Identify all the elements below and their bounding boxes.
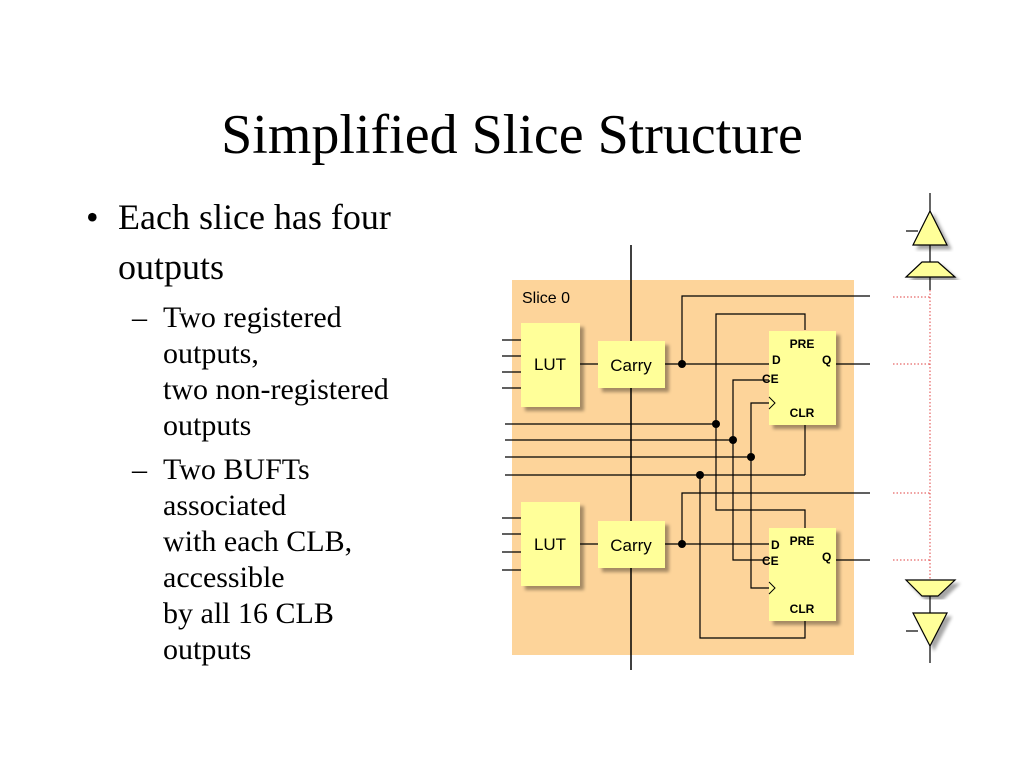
clock-triangle-icon <box>768 581 776 595</box>
flipflop-top: PRE D Q CE CLR <box>762 331 836 425</box>
carry-label: Carry <box>610 356 652 375</box>
carry-block-bottom: Carry <box>598 521 665 568</box>
ff-d-label: D <box>771 538 780 552</box>
sub-bullet-text-line: two non-registered <box>163 373 389 406</box>
sub-bullet-bufts: – Two BUFTs associated with each CLB, ac… <box>80 452 500 668</box>
bullet-outputs: • Each slice has four outputs <box>80 192 500 292</box>
sub-bullet-marker: – <box>132 453 147 486</box>
sub-bullet-registered: – Two registered outputs, two non-regist… <box>80 300 500 444</box>
ff-pre-label: PRE <box>790 534 815 548</box>
bullet-list: • Each slice has four outputs – Two regi… <box>80 192 500 668</box>
ff-clr-label: CLR <box>790 602 815 616</box>
bullet-text-line: Each slice has four <box>118 197 391 237</box>
sub-bullet-text-line: with each CLB, <box>163 525 353 558</box>
lut-inputs-bottom <box>502 517 521 571</box>
output-dotted-lines <box>893 290 931 580</box>
sub-bullet-text-line: outputs <box>163 409 252 442</box>
sub-bullet-text-line: Two BUFTs <box>163 453 310 486</box>
junction-dots <box>678 360 755 548</box>
sub-bullet-text-line: outputs, <box>163 337 259 370</box>
sub-bullet-text-line: outputs <box>163 633 252 666</box>
ff-clr-label: CLR <box>790 406 815 420</box>
buft-triangle-icon <box>912 209 948 246</box>
sub-bullet-text-line: by all 16 CLB <box>163 597 334 630</box>
buft-column <box>904 193 957 663</box>
ff-q-label: Q <box>822 353 831 367</box>
lut-block-bottom: LUT <box>521 502 580 586</box>
lut-label: LUT <box>534 535 566 554</box>
ff-pre-label: PRE <box>790 337 815 351</box>
buft-trapezoid-icon <box>904 579 957 597</box>
slide-title: Simplified Slice Structure <box>221 104 803 166</box>
lut-label: LUT <box>534 355 566 374</box>
sub-bullet-text-line: associated <box>163 489 287 522</box>
bullet-text-line: outputs <box>118 247 225 287</box>
ff-ce-label: CE <box>762 372 779 386</box>
bullet-marker: • <box>86 197 99 237</box>
sub-bullet-text-line: accessible <box>163 561 285 594</box>
bottom-path-wires <box>580 424 870 639</box>
clock-triangle-icon <box>768 396 776 410</box>
slice-label: Slice 0 <box>522 290 570 307</box>
ff-q-label: Q <box>822 550 831 564</box>
shared-horizontal-lines <box>505 423 805 476</box>
carry-block-top: Carry <box>598 341 665 388</box>
lut-block-top: LUT <box>521 323 580 407</box>
buft-triangle-icon <box>912 612 948 648</box>
lut-inputs-top <box>502 339 521 389</box>
sub-bullet-text-line: Two registered <box>163 301 342 334</box>
carry-label: Carry <box>610 536 652 555</box>
ff-ce-label: CE <box>762 554 779 568</box>
buft-trapezoid-icon <box>904 261 957 278</box>
ff-d-label: D <box>772 353 781 367</box>
sub-bullet-marker: – <box>132 301 147 334</box>
flipflop-bottom: PRE D Q CE CLR <box>762 528 836 621</box>
